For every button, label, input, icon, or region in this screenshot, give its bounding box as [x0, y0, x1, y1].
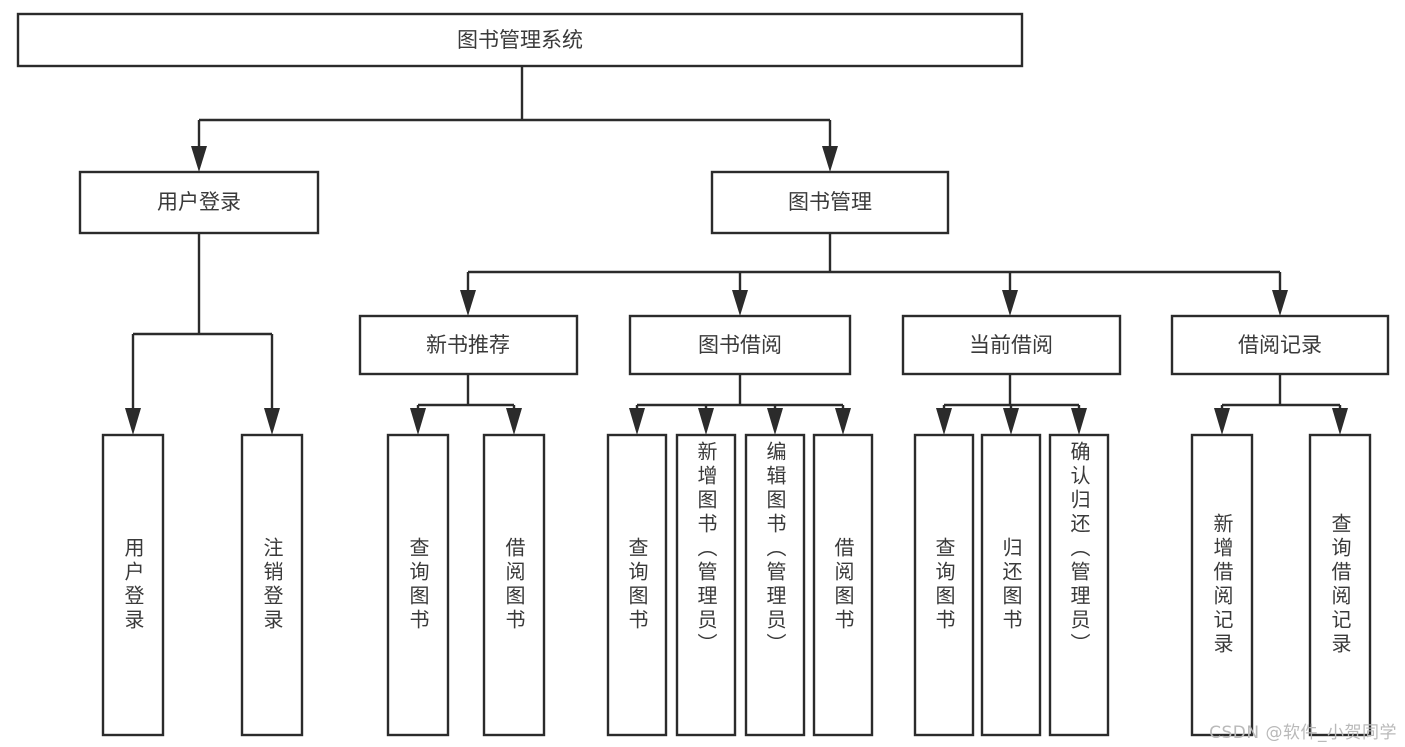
arrow-icon [1002, 290, 1018, 316]
node-current-borrow[interactable]: 当前借阅 [901, 314, 1122, 376]
arrow-icon [410, 408, 426, 435]
leaf-box[interactable] [482, 433, 546, 737]
arrow-icon [1003, 408, 1019, 435]
arrow-icon [629, 408, 645, 435]
leaf-box[interactable] [606, 433, 668, 737]
arrow-icon [460, 290, 476, 316]
leaf-box[interactable] [812, 433, 874, 737]
arrow-icon [191, 146, 207, 172]
arrow-icon [264, 408, 280, 435]
leaf-box[interactable] [240, 433, 304, 737]
leaf-box[interactable] [1048, 433, 1110, 737]
connector-newbook-to-leaves [410, 374, 522, 435]
node-new-book-recommend-label: 新书推荐 [426, 333, 510, 357]
arrow-icon [125, 408, 141, 435]
connector-bookmgmt-to-level3 [460, 233, 1288, 316]
arrow-icon [936, 408, 952, 435]
leaf-box[interactable] [980, 433, 1042, 737]
node-user-login-label: 用户登录 [157, 190, 241, 214]
leaf-box[interactable] [386, 433, 450, 737]
arrow-icon [1071, 408, 1087, 435]
node-user-login[interactable]: 用户登录 [78, 170, 320, 235]
node-root-label: 图书管理系统 [457, 28, 583, 52]
leaf-box[interactable] [744, 433, 806, 737]
arrow-icon [1214, 408, 1230, 435]
arrow-icon [1332, 408, 1348, 435]
node-root[interactable]: 图书管理系统 [16, 12, 1024, 68]
arrow-icon [506, 408, 522, 435]
connector-bookborrow-to-leaves [629, 374, 851, 435]
watermark: CSDN @软件_小贺同学 [1209, 723, 1397, 743]
node-borrow-record-label: 借阅记录 [1238, 333, 1322, 357]
node-borrow-record[interactable]: 借阅记录 [1170, 314, 1390, 376]
arrow-icon [1272, 290, 1288, 316]
leaf-box[interactable] [675, 433, 737, 737]
node-book-management-label: 图书管理 [788, 190, 872, 214]
leaf-box[interactable] [101, 433, 165, 737]
node-book-management[interactable]: 图书管理 [710, 170, 950, 235]
arrow-icon [822, 146, 838, 172]
leaf-box[interactable] [913, 433, 975, 737]
connector-root-to-level2 [191, 66, 838, 172]
leaf-box[interactable] [1308, 433, 1372, 737]
connector-currentborrow-to-leaves [936, 374, 1087, 435]
node-book-borrow-label: 图书借阅 [698, 333, 782, 357]
node-book-borrow[interactable]: 图书借阅 [628, 314, 852, 376]
arrow-icon [767, 408, 783, 435]
leaf-box[interactable] [1190, 433, 1254, 737]
connector-userlogin-to-leaves [125, 233, 280, 435]
connector-borrowrecord-to-leaves [1214, 374, 1348, 435]
arrow-icon [835, 408, 851, 435]
node-current-borrow-label: 当前借阅 [969, 333, 1053, 357]
arrow-icon [732, 290, 748, 316]
node-new-book-recommend[interactable]: 新书推荐 [358, 314, 579, 376]
arrow-icon [698, 408, 714, 435]
